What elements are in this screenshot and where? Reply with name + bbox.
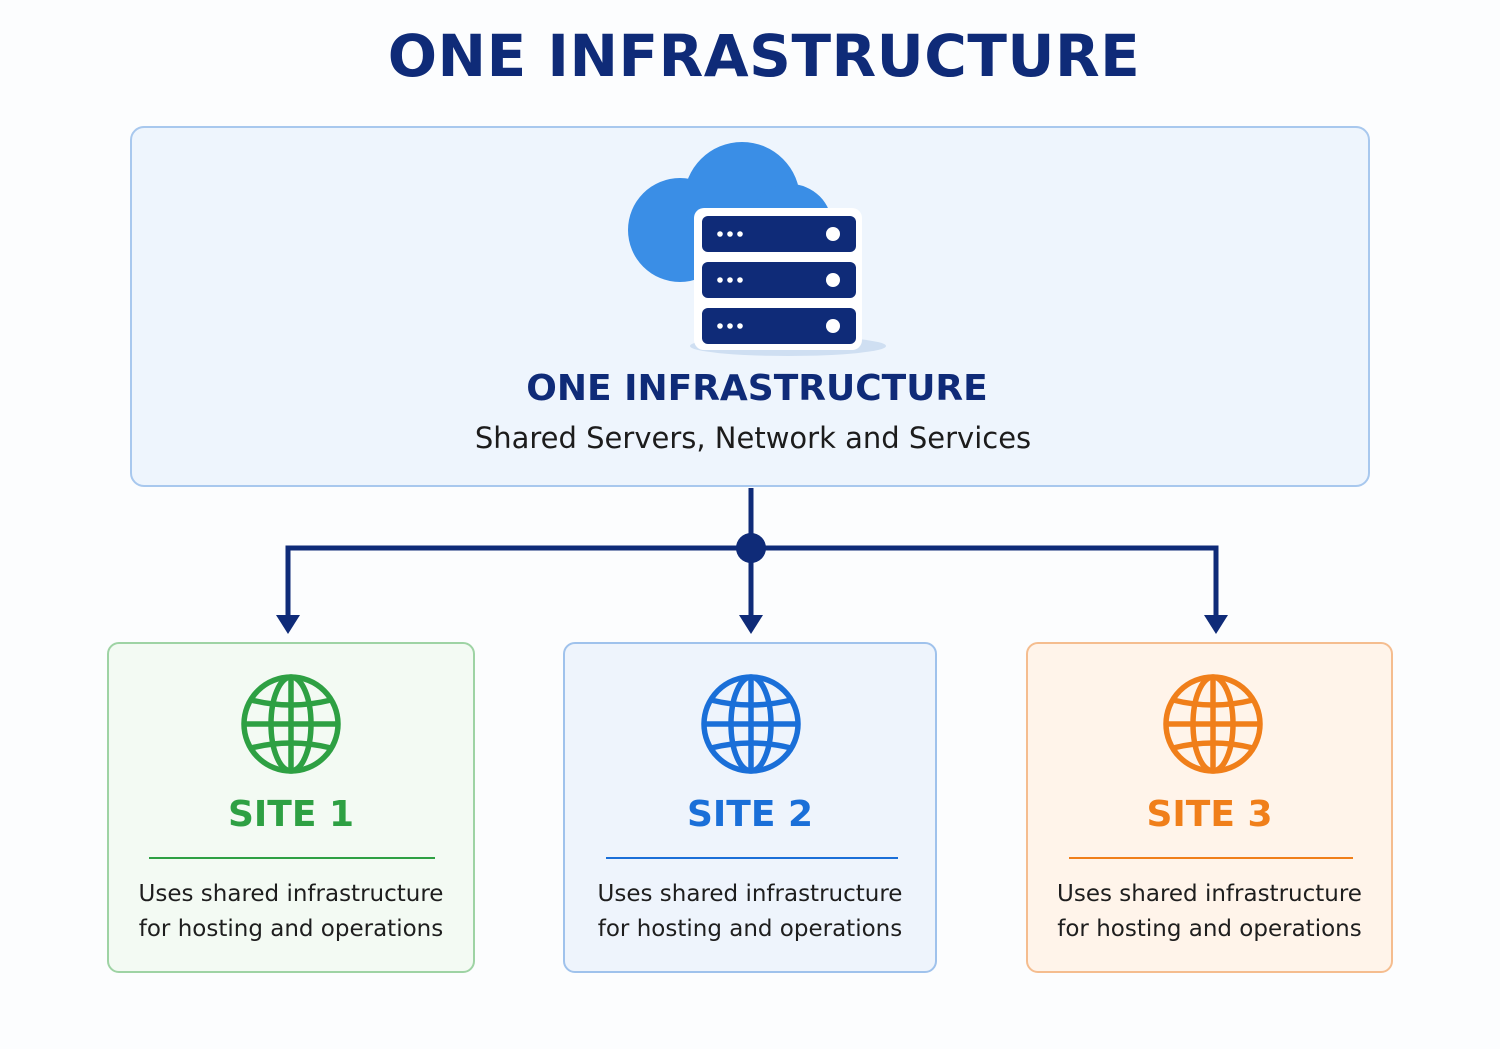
arrow-site-3	[1204, 615, 1228, 634]
site-card-2: SITE 2 Uses shared infrastructure for ho…	[563, 642, 937, 973]
divider	[149, 857, 435, 859]
divider	[1069, 857, 1353, 859]
arrow-site-1	[276, 615, 300, 634]
site-card-1: SITE 1 Uses shared infrastructure for ho…	[107, 642, 475, 973]
globe-icon	[241, 674, 341, 774]
infrastructure-title: ONE INFRASTRUCTURE	[526, 368, 988, 409]
site-card-3: SITE 3 Uses shared infrastructure for ho…	[1026, 642, 1393, 973]
site-description-line: for hosting and operations	[597, 916, 903, 942]
infrastructure-subtitle: Shared Servers, Network and Services	[474, 421, 1032, 455]
globe-icon	[701, 674, 801, 774]
globe-icon	[1163, 674, 1263, 774]
site-description: Uses shared infrastructure for hosting a…	[565, 877, 935, 947]
arrow-site-2	[739, 615, 763, 634]
site-title: SITE 1	[227, 794, 355, 835]
site-description-line: for hosting and operations	[1057, 916, 1362, 942]
site-description-line: Uses shared infrastructure	[138, 881, 444, 907]
site-description: Uses shared infrastructure for hosting a…	[1028, 877, 1391, 947]
page-title: ONE INFRASTRUCTURE	[387, 22, 1141, 90]
site-title: SITE 2	[686, 794, 814, 835]
divider	[606, 857, 898, 859]
cloud-server-icon	[628, 142, 886, 356]
site-description: Uses shared infrastructure for hosting a…	[109, 877, 473, 947]
site-description-line: Uses shared infrastructure	[597, 881, 903, 907]
site-description-line: Uses shared infrastructure	[1057, 881, 1362, 907]
junction-node	[736, 533, 766, 563]
site-description-line: for hosting and operations	[138, 916, 444, 942]
infrastructure-box: ONE INFRASTRUCTURE Shared Servers, Netwo…	[130, 126, 1370, 487]
site-title: SITE 3	[1146, 794, 1273, 835]
